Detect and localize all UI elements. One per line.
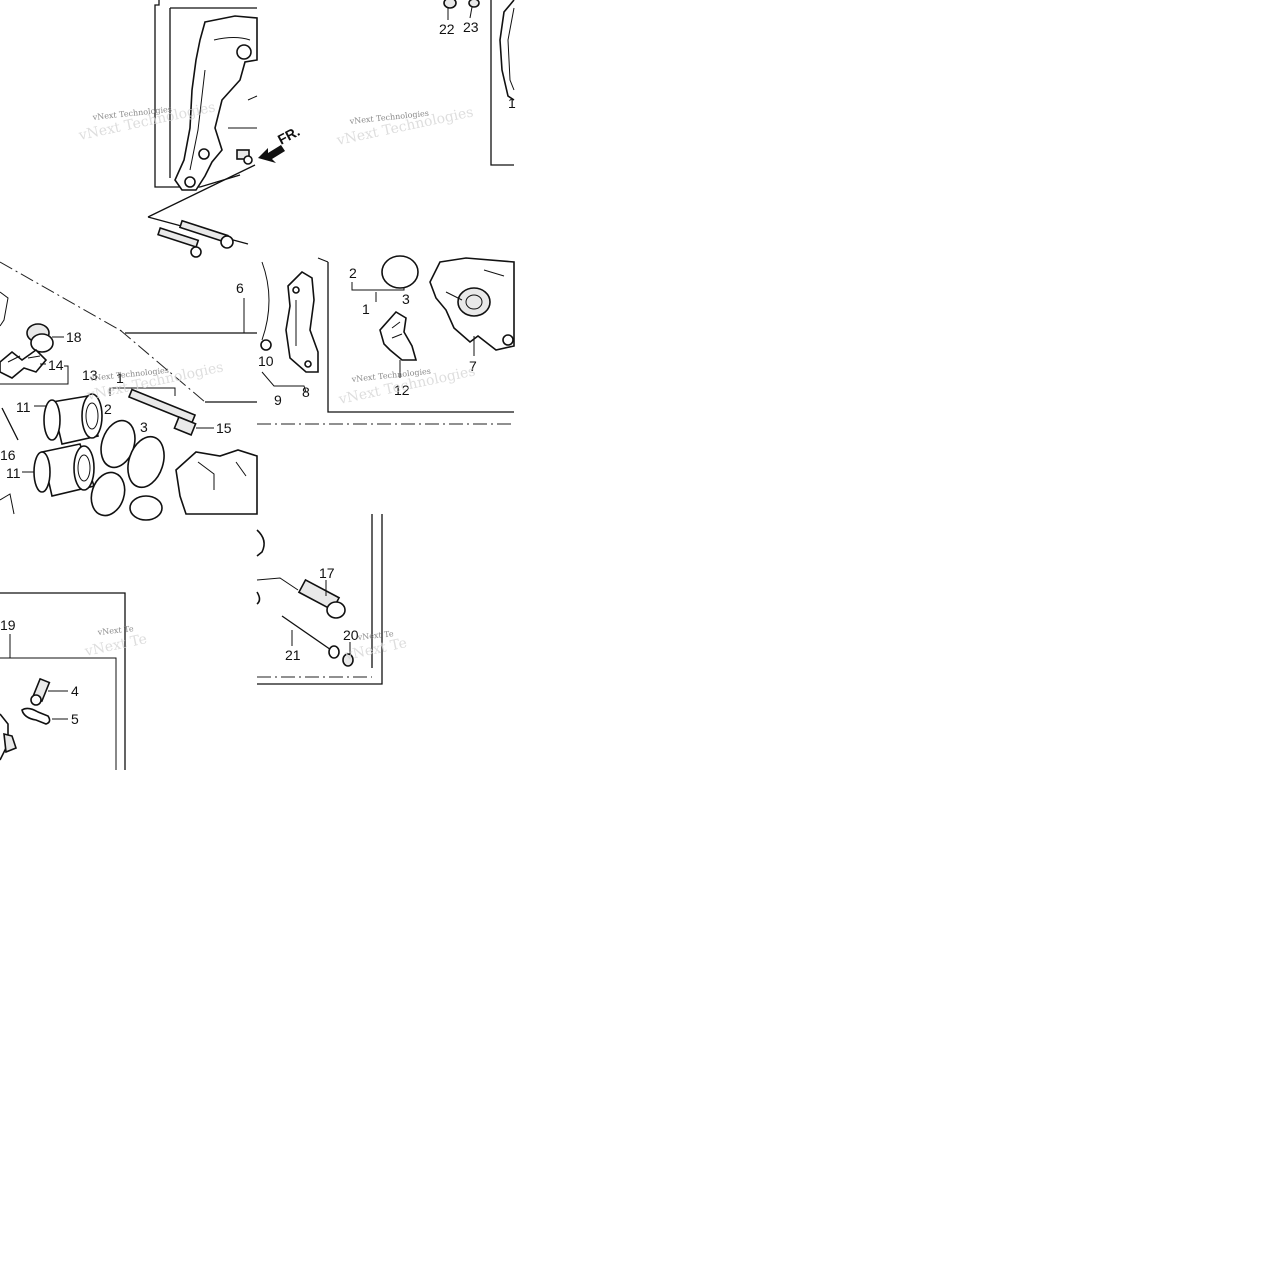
callout-20: 20 [343, 627, 359, 643]
callout-13: 13 [82, 367, 98, 383]
piston-11-upper [34, 393, 103, 445]
tile-bleeder: 19 4 5 vNext Te vNext Te [0, 592, 149, 770]
callout-1: 1 [116, 370, 124, 386]
caliper-body-partial [175, 449, 258, 515]
brake-pad-8 [285, 270, 319, 373]
callout-23: 23 [463, 19, 479, 35]
caliper-body-7 [429, 257, 515, 356]
watermark-text-faint: vNext Technologies [85, 359, 225, 404]
seal-ring-right [381, 255, 419, 289]
callout-5: 5 [71, 711, 79, 727]
callout-8: 8 [302, 384, 310, 400]
callout-16: 16 [0, 447, 16, 463]
brake-disc-edge [499, 0, 515, 101]
callout-1-clipped: 1 [508, 95, 516, 111]
callout-15: 15 [216, 420, 232, 436]
callout-7: 7 [469, 358, 477, 374]
tile-slide-pins: 17 21 20 vNext Te vNext Te [256, 514, 408, 685]
bracket-pin-upper [178, 219, 234, 249]
plug-20 [342, 642, 354, 667]
direction-arrow [258, 145, 285, 163]
callout-21: 21 [285, 647, 301, 663]
callout-3-right: 3 [402, 291, 410, 307]
pad-pin-21 [281, 615, 340, 659]
callout-14: 14 [48, 357, 64, 373]
callout-2-right: 2 [349, 265, 357, 281]
caliper-bracket [174, 15, 258, 191]
callout-9: 9 [274, 392, 282, 408]
callout-17: 17 [319, 565, 335, 581]
bleeder-valve-4 [30, 677, 68, 706]
slide-pin-15 [127, 388, 214, 436]
callout-4: 4 [71, 683, 79, 699]
callout-1-right: 1 [362, 301, 370, 317]
callout-18: 18 [66, 329, 82, 345]
callout-11-upper: 11 [16, 399, 31, 415]
tile-caliper-bracket: vNext Technologies vNext Technologies [77, 0, 258, 258]
piston-11-lower [22, 443, 96, 497]
callout-22: 22 [439, 21, 455, 37]
callout-3: 3 [140, 419, 148, 435]
nut-22 [443, 0, 457, 20]
pad-pin-16 [1, 407, 19, 441]
watermark-text-clipped: vNext Te [96, 624, 134, 637]
dust-boot-18 [26, 323, 64, 353]
callout-2: 2 [104, 401, 112, 417]
seal-3-lower [129, 495, 163, 521]
watermark-text-clipped: vNext Te [356, 629, 394, 642]
guide-pin-17 [297, 578, 346, 619]
pad-retainer-12 [379, 310, 418, 378]
nut-23 [468, 0, 480, 19]
seal-2-lower [90, 471, 126, 517]
front-direction-label: FR. [275, 123, 302, 148]
bleed-fitting-small [236, 149, 253, 165]
callout-19: 19 [0, 617, 16, 633]
pad-spring-14 [0, 348, 48, 379]
tile-pads-caliper: 10 6 8 9 2 3 1 12 [236, 255, 515, 425]
callout-10-clipped: 10 [258, 353, 274, 369]
callout-11-lower: 11 [6, 465, 21, 481]
callout-12: 12 [394, 382, 410, 398]
tile-top-right: FR. 22 23 1 vNext Technologies vNext Tec… [258, 0, 516, 166]
callout-6: 6 [236, 280, 244, 296]
tile-pistons-seals: 18 14 13 1 2 3 15 16 11 [0, 261, 258, 521]
seal-3-upper [127, 435, 165, 489]
bracket-pin-lower [157, 227, 202, 258]
bleeder-cap-5 [21, 707, 68, 725]
watermark-text-faint: vNext Te [83, 631, 149, 660]
